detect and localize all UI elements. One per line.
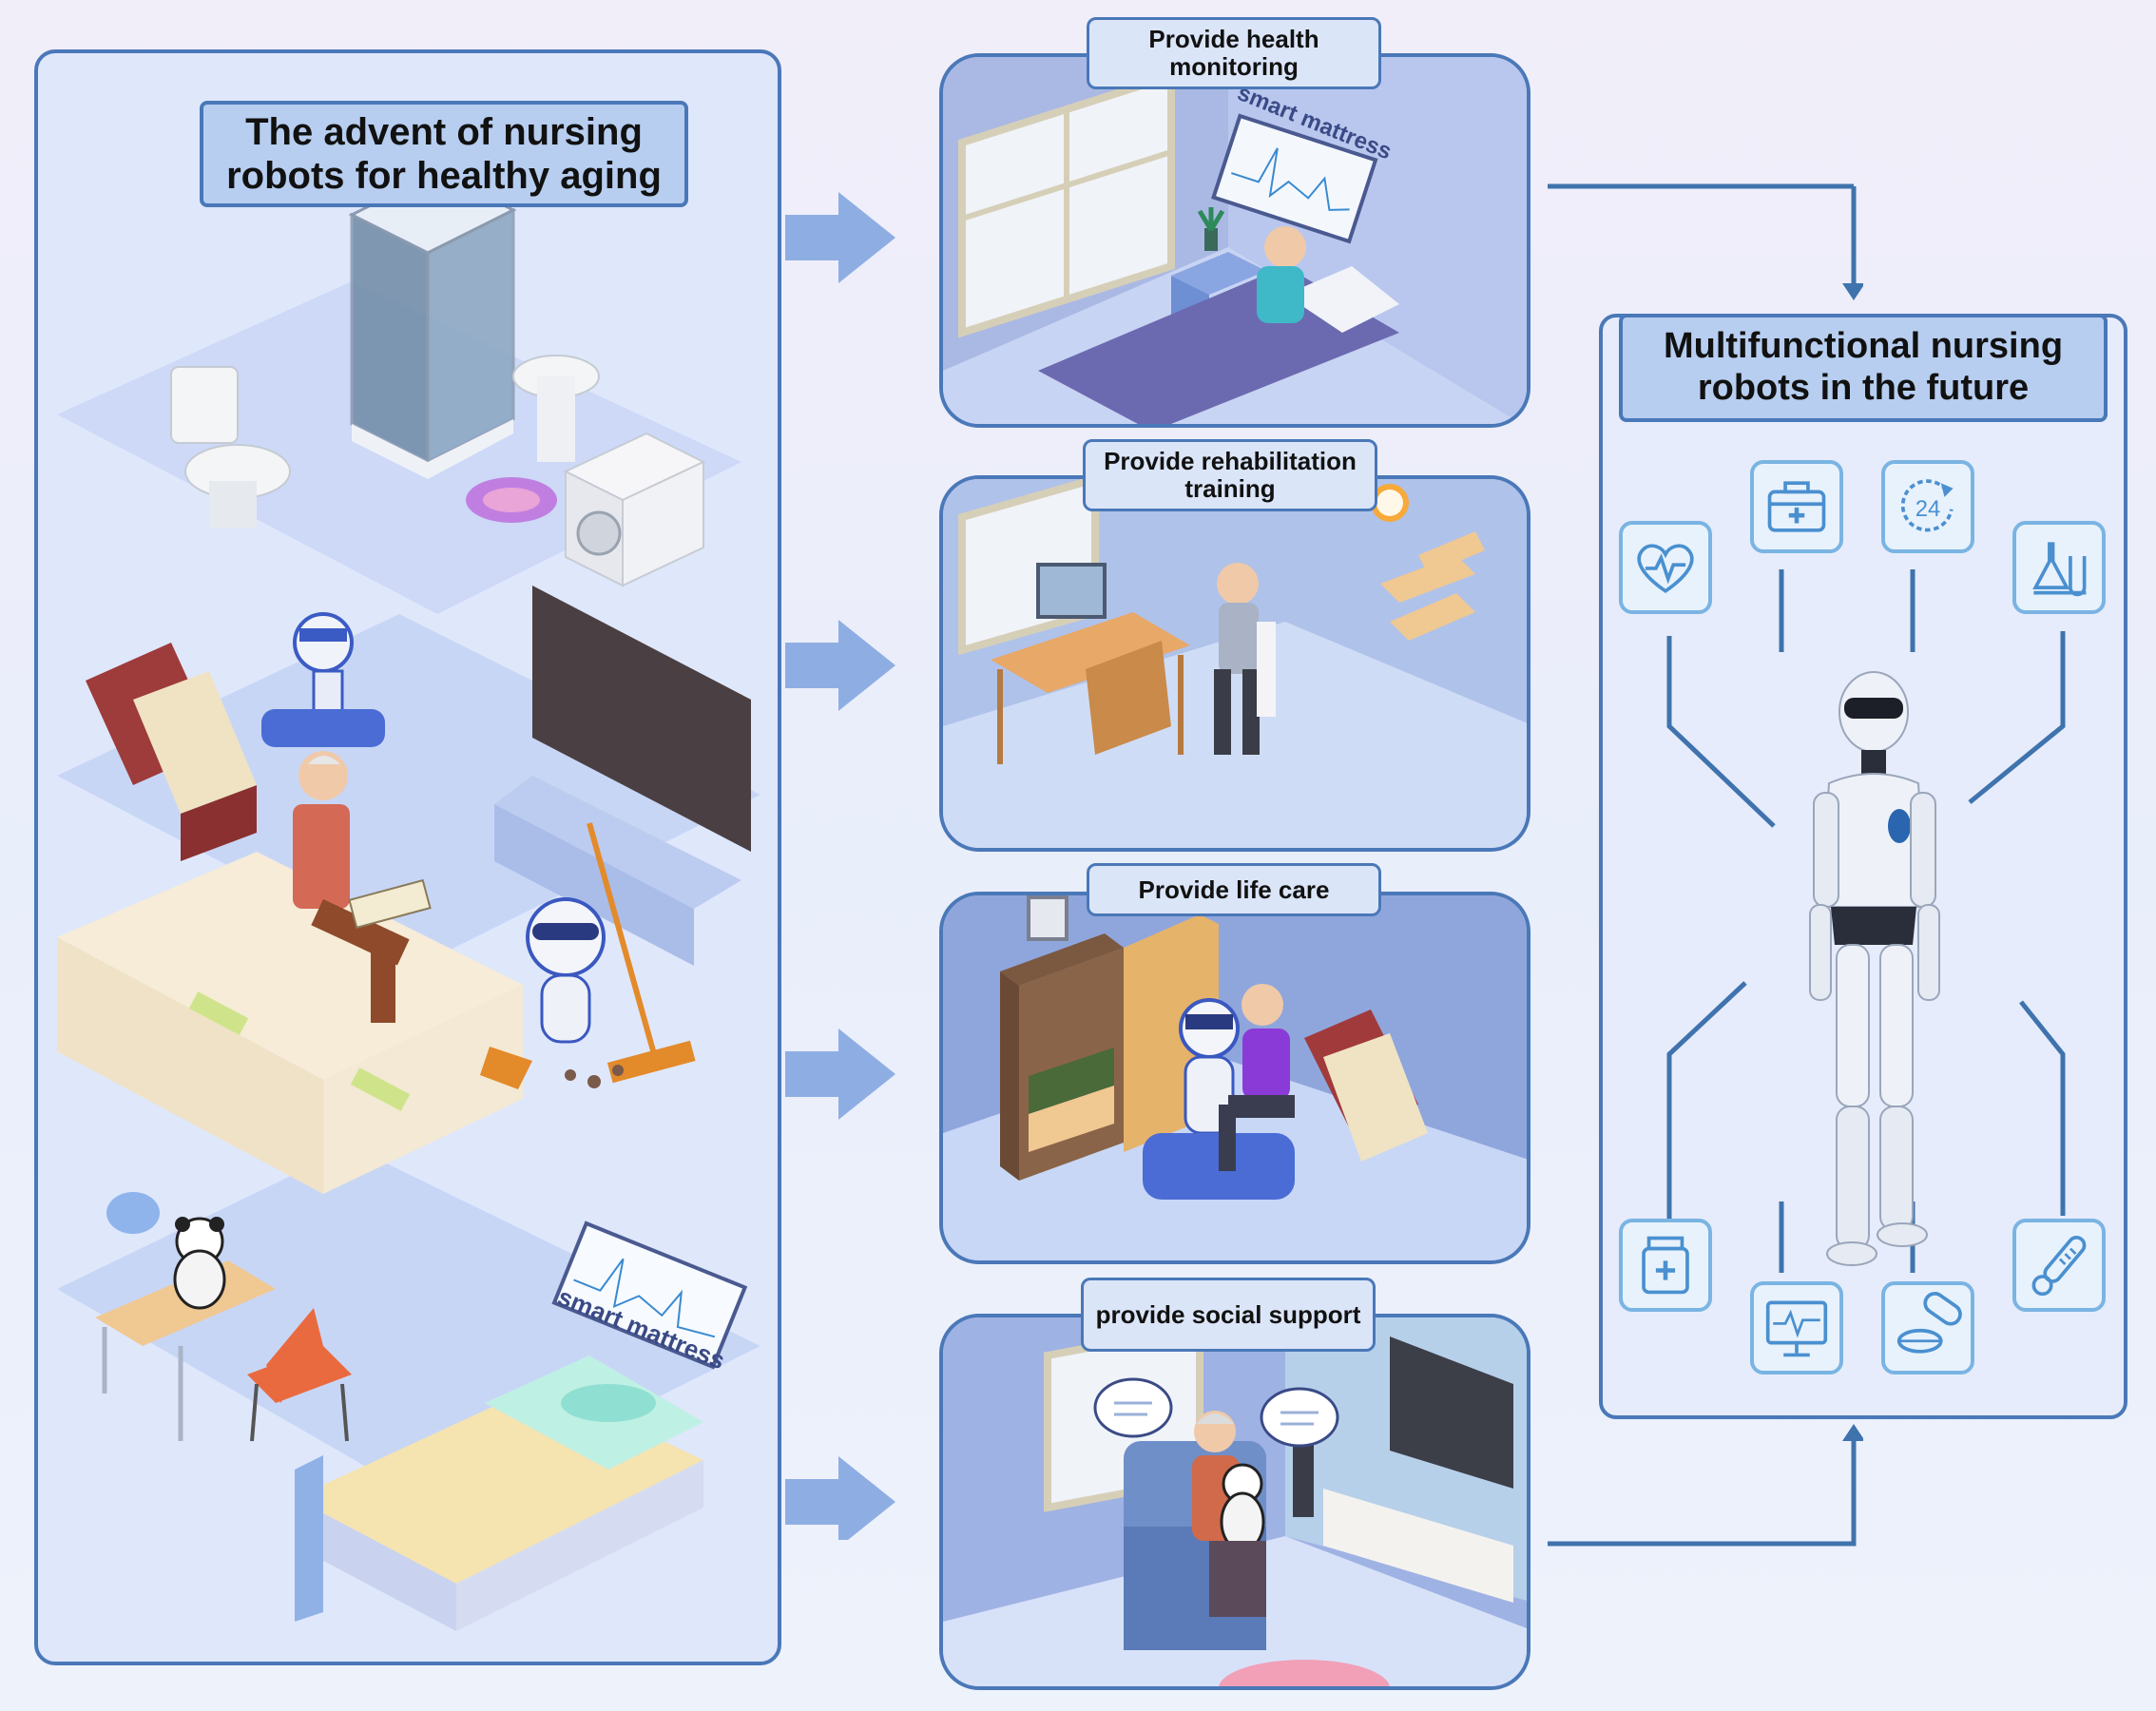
scene-label-rehabilitation: Provide rehabilitation training bbox=[1083, 439, 1377, 511]
scene-life-care bbox=[939, 892, 1530, 1264]
speech-bubble-left bbox=[1093, 1377, 1173, 1438]
connector-lines bbox=[1548, 183, 1863, 1547]
desk bbox=[991, 563, 1190, 764]
health-monitor-screen bbox=[1211, 113, 1378, 244]
speech-bubble-right bbox=[1260, 1387, 1339, 1448]
first-aid-kit-icon bbox=[1750, 460, 1843, 553]
desk-with-panda bbox=[95, 1192, 276, 1441]
thermometer-icon bbox=[2012, 1219, 2106, 1312]
arrowhead-bottom bbox=[1842, 1424, 1863, 1441]
arrow-to-rehabilitation bbox=[785, 620, 895, 711]
window bbox=[958, 70, 1175, 338]
small-robot bbox=[261, 612, 385, 747]
pill-icon bbox=[1881, 1281, 1974, 1375]
arrow-to-life-care bbox=[785, 1029, 895, 1120]
left-mattress-monitor bbox=[551, 1221, 748, 1370]
arrow-to-health-monitoring bbox=[785, 192, 895, 283]
sink bbox=[512, 355, 600, 462]
orange-chair bbox=[247, 1308, 352, 1442]
scene-social-support bbox=[939, 1314, 1530, 1690]
person-with-exoskeleton bbox=[1214, 563, 1276, 755]
left-panel-title: The advent of nursing robots for healthy… bbox=[200, 101, 688, 207]
shower-cabin bbox=[348, 170, 517, 479]
cleaning-robot bbox=[480, 822, 696, 1089]
patient-head bbox=[1264, 226, 1306, 268]
washing-machine bbox=[563, 432, 706, 587]
bedroom-illustration bbox=[943, 57, 1527, 424]
wall-shelves bbox=[1380, 531, 1485, 641]
left-panel: smart mattress The advent of nursing rob… bbox=[34, 49, 781, 1665]
armchair bbox=[1304, 1009, 1428, 1162]
picture-frame bbox=[1027, 895, 1068, 941]
elderly-woman-with-panda bbox=[1192, 1411, 1266, 1617]
living-room-illustration bbox=[943, 895, 1527, 1260]
social-room-illustration bbox=[943, 1317, 1527, 1686]
scene-rehabilitation-training bbox=[939, 475, 1530, 852]
flow-arrows bbox=[785, 192, 895, 1540]
scene-label-social-support: provide social support bbox=[1081, 1278, 1376, 1352]
medicine-bottle-icon bbox=[1619, 1219, 1712, 1312]
tv-cabinet bbox=[1323, 1489, 1513, 1603]
arrowhead-top bbox=[1842, 283, 1863, 300]
connector-bottom bbox=[1548, 1441, 1857, 1547]
heart-rate-icon bbox=[1619, 521, 1712, 614]
rehab-room-illustration bbox=[943, 479, 1527, 848]
robot-connector-lines bbox=[1666, 569, 2066, 1273]
humanoid-robot bbox=[1809, 671, 1940, 1266]
television bbox=[494, 586, 751, 966]
sofa bbox=[57, 852, 523, 1194]
wall-tv bbox=[1390, 1336, 1513, 1489]
toilet bbox=[170, 366, 291, 529]
bookshelf bbox=[1000, 933, 1124, 1181]
svg-text:24: 24 bbox=[1915, 496, 1941, 522]
scene-health-monitoring: smart mattress bbox=[939, 53, 1530, 428]
elderly-person-purple bbox=[1219, 984, 1295, 1171]
24-hour-icon: 24 bbox=[1881, 460, 1974, 553]
rug bbox=[1219, 1660, 1390, 1686]
lab-flask-icon bbox=[2012, 521, 2106, 614]
scene-label-life-care: Provide life care bbox=[1087, 863, 1381, 916]
right-panel-title: Multifunctional nursing robots in the fu… bbox=[1619, 314, 2108, 422]
home-illustration: smart mattress bbox=[57, 170, 760, 1631]
ecg-monitor-icon bbox=[1750, 1281, 1843, 1375]
elderly-man-reading bbox=[293, 751, 432, 1023]
scene-label-health-monitoring: Provide health monitoring bbox=[1087, 17, 1381, 89]
arrow-to-social-support bbox=[785, 1456, 895, 1540]
armchair bbox=[86, 643, 257, 861]
bed bbox=[295, 1355, 703, 1631]
